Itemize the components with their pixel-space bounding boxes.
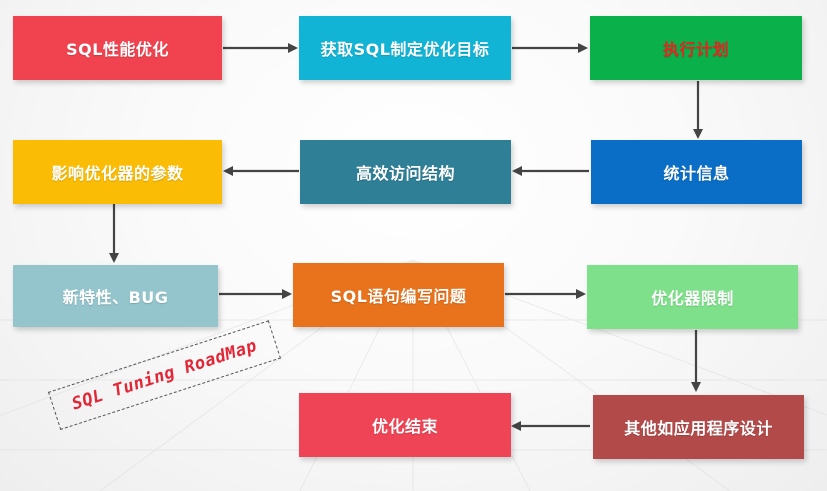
node-sql-perf-opt-label: SQL性能优化 [66, 40, 169, 59]
node-access-struct: 高效访问结构 [300, 140, 511, 204]
node-optimizer-params: 影响优化器的参数 [13, 140, 222, 204]
node-exec-plan-label: 执行计划 [662, 40, 729, 59]
node-sql-writing: SQL语句编写问题 [293, 263, 504, 327]
node-get-goal-label: 获取SQL制定优化目标 [320, 40, 490, 59]
node-exec-plan: 执行计划 [590, 16, 802, 80]
node-opt-end: 优化结束 [299, 393, 511, 457]
node-new-features: 新特性、BUG [13, 265, 218, 327]
node-optimizer-limits-label: 优化器限制 [651, 289, 734, 308]
node-optimizer-limits: 优化器限制 [587, 265, 798, 329]
node-stats-label: 统计信息 [663, 164, 730, 183]
node-sql-perf-opt: SQL性能优化 [13, 16, 222, 80]
node-stats: 统计信息 [591, 140, 802, 204]
node-new-features-label: 新特性、BUG [62, 288, 169, 307]
node-optimizer-params-label: 影响优化器的参数 [51, 164, 184, 183]
node-sql-writing-label: SQL语句编写问题 [330, 287, 467, 306]
node-access-struct-label: 高效访问结构 [355, 164, 455, 183]
node-app-design: 其他如应用程序设计 [593, 395, 804, 459]
node-app-design-label: 其他如应用程序设计 [624, 419, 773, 438]
node-get-goal: 获取SQL制定优化目标 [299, 16, 511, 80]
node-opt-end-label: 优化结束 [371, 417, 438, 436]
